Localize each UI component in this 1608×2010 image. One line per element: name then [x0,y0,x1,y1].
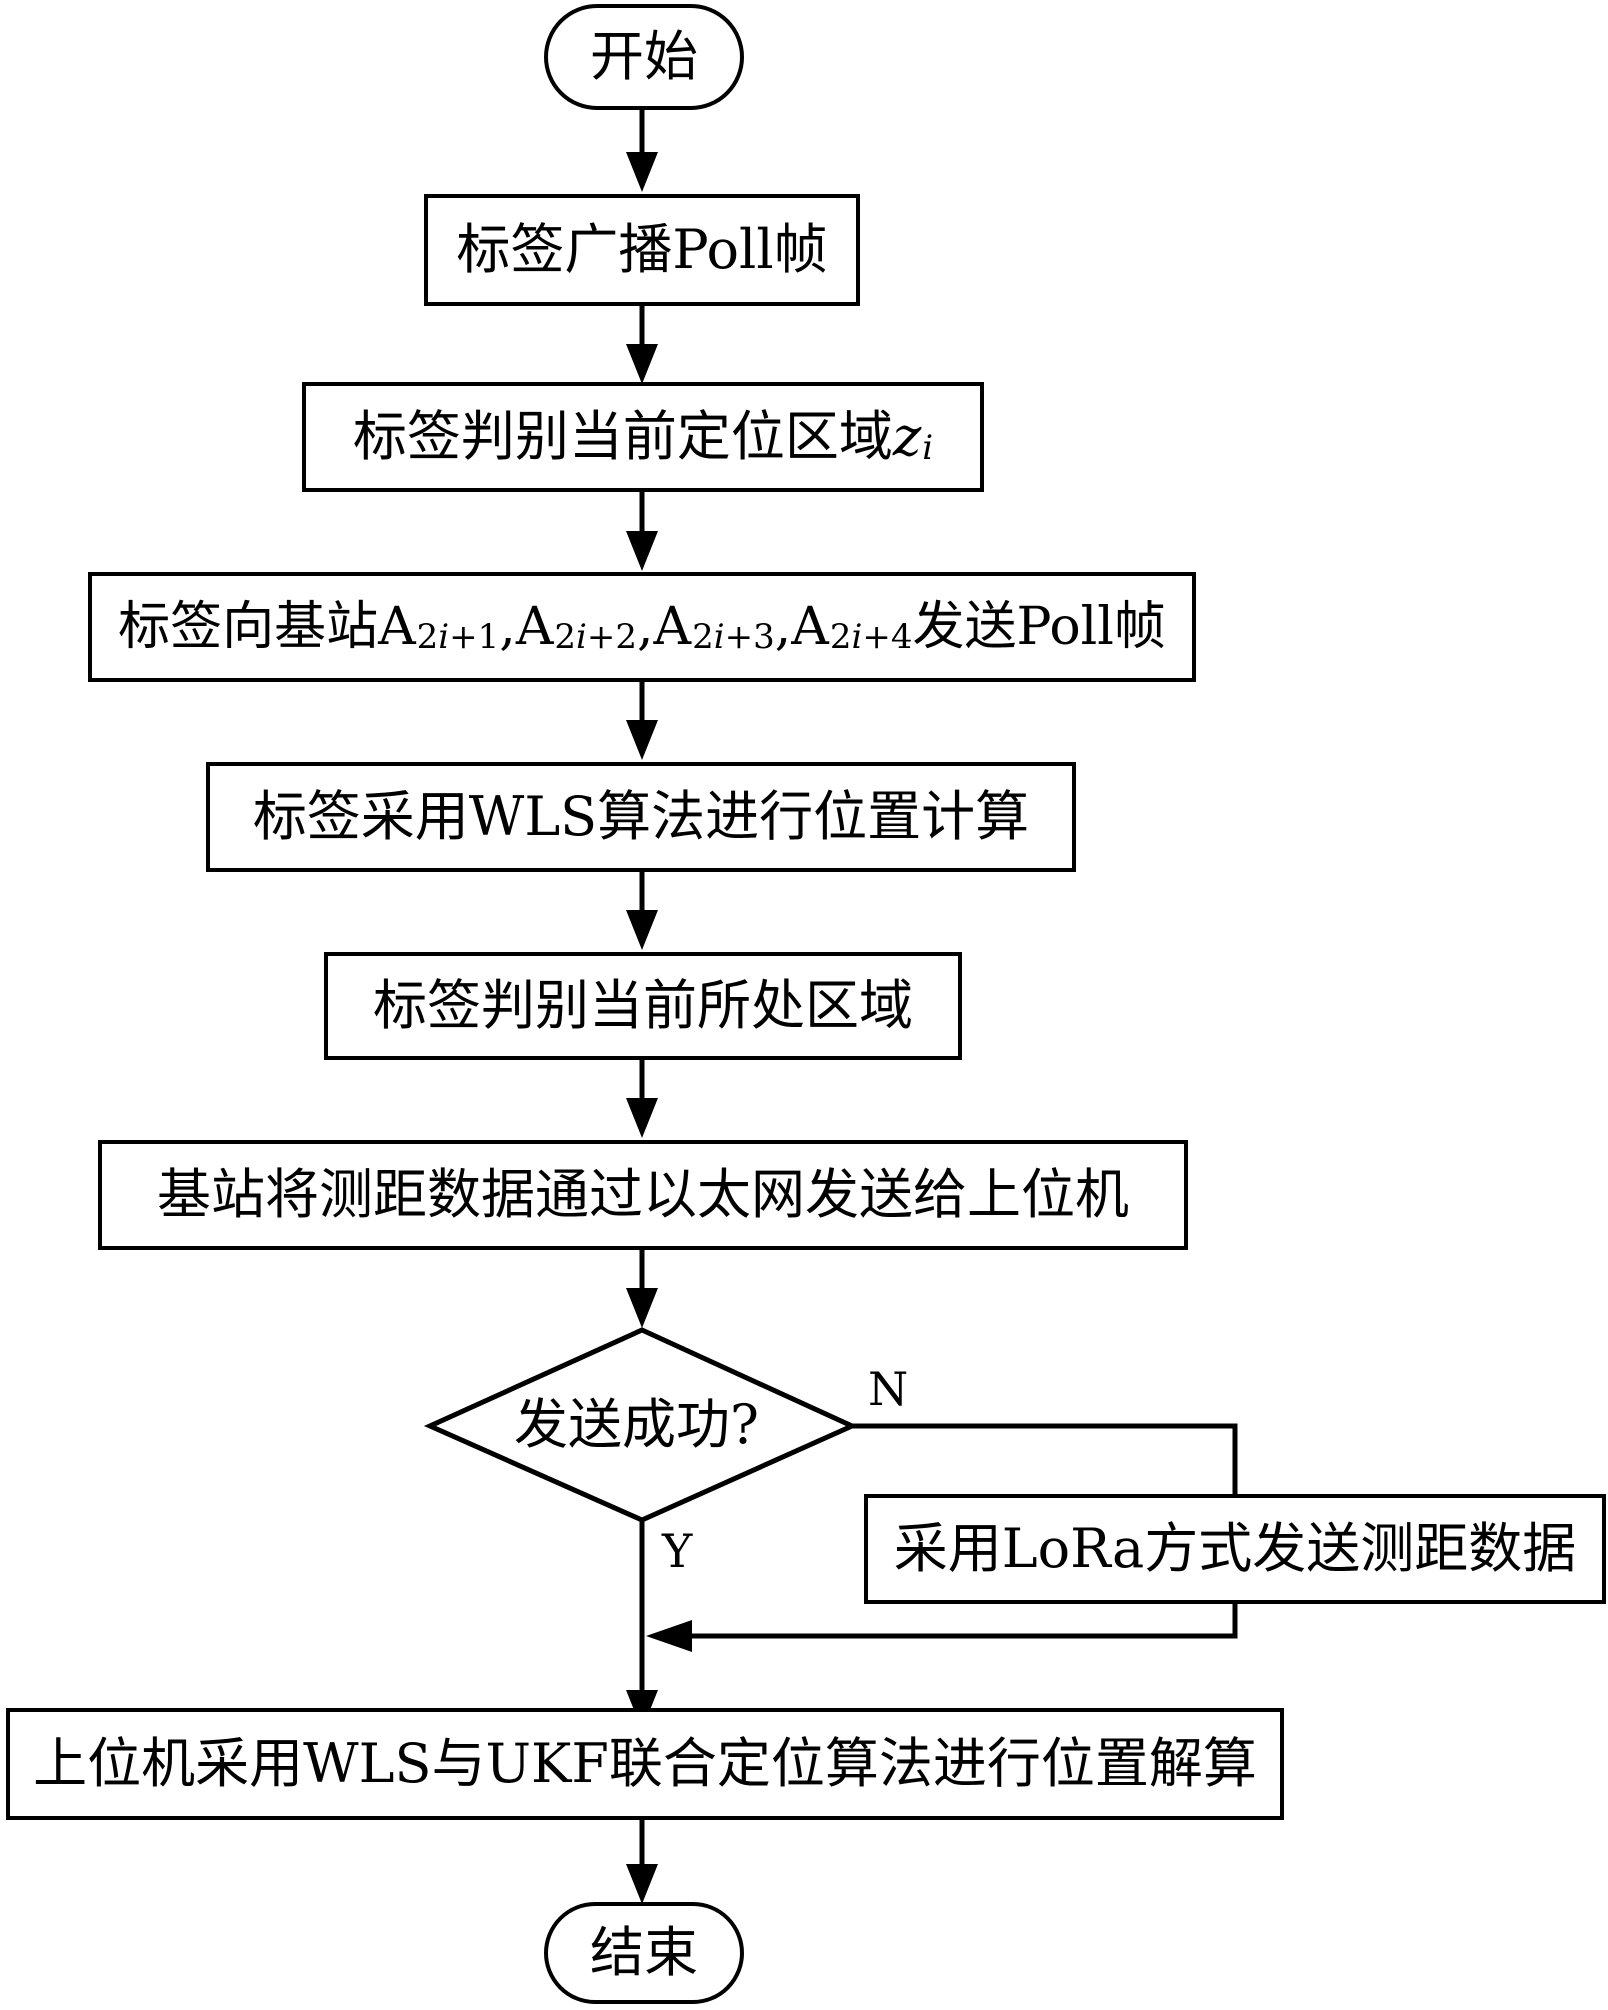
arrowhead-1 [626,152,658,192]
zone-variable: z [892,405,922,468]
step-ethernet-upload-label: 基站将测距数据通过以太网发送给上位机 [157,1163,1129,1226]
step-final-solve: 上位机采用WLS与UKF联合定位算法进行位置解算 [6,1708,1284,1820]
arrowhead-7 [626,1288,658,1328]
arrowhead-return [646,1620,692,1652]
step-lora-fallback: 采用LoRa方式发送测距数据 [864,1494,1606,1604]
step-send-poll-pre: 标签向基站 [118,597,379,657]
step-send-poll-to-anchors: 标签向基站A2i+1,A2i+2,A2i+3,A2i+4发送Poll帧 [88,572,1196,682]
start-terminal: 开始 [544,4,744,110]
start-label: 开始 [590,25,698,88]
arrowhead-9 [626,1864,658,1904]
step-identify-zone-label: 标签判别当前定位区域zi [353,410,933,466]
step-broadcast-poll: 标签广播Poll帧 [424,194,860,306]
arrowhead-4 [626,720,658,760]
anchor-a1: A2i+1 [378,597,500,657]
zone-subscript: i [922,428,934,468]
step-identify-region-label: 标签判别当前所处区域 [373,974,913,1037]
end-terminal: 结束 [544,1902,744,2004]
step-identify-zone: 标签判别当前定位区域zi [302,382,984,492]
anchor-a2: A2i+2 [515,597,638,657]
decision-label: 发送成功? [514,1393,759,1456]
end-label: 结束 [590,1921,698,1984]
step-identify-region: 标签判别当前所处区域 [324,952,962,1060]
step-send-poll-label: 标签向基站A2i+1,A2i+2,A2i+3,A2i+4发送Poll帧 [118,597,1166,657]
step-lora-fallback-label: 采用LoRa方式发送测距数据 [893,1517,1577,1580]
step-wls-compute-label: 标签采用WLS算法进行位置计算 [252,785,1030,848]
step-send-poll-post: 发送Poll帧 [912,597,1166,657]
arrowhead-5 [626,910,658,950]
step-ethernet-upload: 基站将测距数据通过以太网发送给上位机 [98,1140,1188,1250]
arrowhead-2 [626,344,658,384]
line-lora-return [660,1603,1238,1639]
step-identify-zone-text: 标签判别当前定位区域 [352,405,893,468]
arrowhead-3 [626,531,658,571]
arrowhead-6 [626,1098,658,1138]
step-wls-compute: 标签采用WLS算法进行位置计算 [206,762,1076,872]
line-no-to-lora [852,1423,1238,1494]
anchor-a4: A2i+4 [791,597,913,657]
step-final-solve-label: 上位机采用WLS与UKF联合定位算法进行位置解算 [33,1732,1257,1795]
no-branch-label: N [868,1362,909,1416]
step-broadcast-poll-label: 标签广播Poll帧 [456,218,828,281]
decision-diamond [423,1327,859,1523]
anchor-a3: A2i+3 [653,597,775,657]
yes-branch-label: Y [662,1524,693,1578]
